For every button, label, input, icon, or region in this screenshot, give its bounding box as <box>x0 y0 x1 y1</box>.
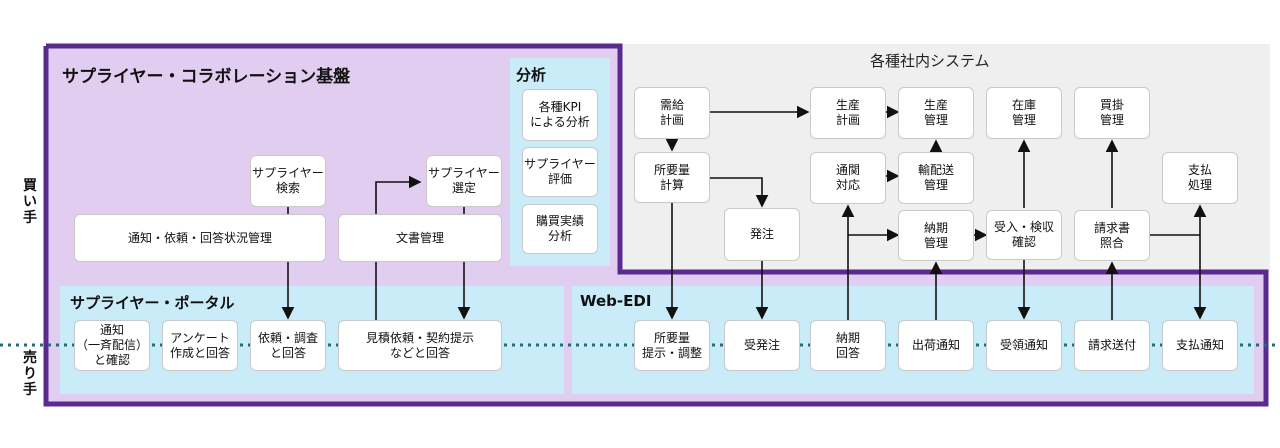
payment-processing-box: 支払 処理 <box>1162 152 1238 204</box>
prod-mgmt-box: 生産 管理 <box>898 87 974 139</box>
order-receive-box: 受発注 <box>724 320 800 371</box>
notify-confirm-box: 通知 （一斉配信） と確認 <box>74 320 150 371</box>
invoice-send-box: 請求送付 <box>1074 320 1150 371</box>
receiving-inspection-box: 受入・検収 確認 <box>986 210 1062 260</box>
seller-label: 売 り 手 <box>23 350 37 398</box>
mrp-present-box: 所要量 提示・調整 <box>634 320 710 371</box>
prod-plan-box: 生産 計画 <box>810 87 886 139</box>
payment-notice-box: 支払通知 <box>1162 320 1238 371</box>
notice-status-box: 通知・依頼・回答状況管理 <box>74 214 326 262</box>
receipt-notice-box: 受領通知 <box>986 320 1062 371</box>
portal-title: サプライヤー・ポータル <box>70 294 235 312</box>
inventory-mgmt-box: 在庫 管理 <box>986 87 1062 139</box>
order-box: 発注 <box>724 208 800 261</box>
due-date-reply-box: 納期 回答 <box>810 320 886 371</box>
mrp-box: 所要量 計算 <box>634 152 710 203</box>
supplier-eval-box: サプライヤー 評価 <box>522 147 598 197</box>
supplier-search-box: サプライヤー 検索 <box>250 155 326 207</box>
document-mgmt-box: 文書管理 <box>338 214 502 262</box>
logistics-mgmt-box: 輸配送 管理 <box>898 152 974 204</box>
quote-contract-box: 見積依頼・契約提示 などと回答 <box>338 320 502 371</box>
shipping-notice-box: 出荷通知 <box>898 320 974 371</box>
purchase-analysis-box: 購買実績 分析 <box>522 204 598 254</box>
kpi-analysis-box: 各種KPI による分析 <box>522 89 598 141</box>
platform-title: サプライヤー・コラボレーション基盤 <box>62 67 351 87</box>
delivery-mgmt-box: 納期 管理 <box>898 210 974 261</box>
ap-mgmt-box: 買掛 管理 <box>1074 87 1150 139</box>
supplier-select-box: サプライヤー 選定 <box>426 155 502 207</box>
buyer-label: 買 い 手 <box>23 178 37 226</box>
request-reply-box: 依頼・調査 と回答 <box>250 320 326 371</box>
customs-box: 通関 対応 <box>810 152 886 204</box>
invoice-match-box: 請求書 照合 <box>1074 210 1150 261</box>
survey-box: アンケート 作成と回答 <box>162 320 238 371</box>
analysis-title: 分析 <box>516 66 547 84</box>
web-edi-title: Web-EDI <box>580 292 652 310</box>
internal-systems-title: 各種社内システム <box>870 52 990 70</box>
demand-plan-box: 需給 計画 <box>634 87 710 139</box>
